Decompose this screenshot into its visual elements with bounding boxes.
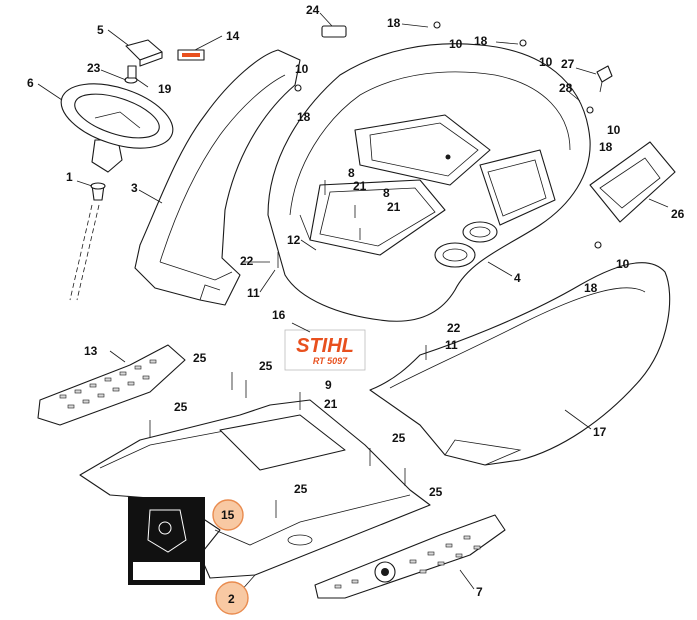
callout-19: 19 (158, 82, 172, 96)
callout-14: 14 (226, 29, 240, 43)
callout-18-b: 18 (474, 34, 488, 48)
callout-12: 12 (287, 233, 301, 247)
callout-21-c: 21 (324, 397, 338, 411)
callout-3: 3 (131, 181, 138, 195)
callout-2: 2 (228, 592, 235, 606)
steering-cap-parts (124, 39, 163, 84)
callout-25-d: 25 (392, 431, 406, 445)
callout-21-a: 21 (353, 179, 367, 193)
warning-decal (128, 497, 205, 585)
callout-5: 5 (97, 23, 104, 37)
callout-10-a: 10 (449, 37, 463, 51)
brand-model: RT 5097 (313, 356, 348, 366)
callout-24: 24 (306, 3, 320, 17)
main-body-panel (267, 43, 591, 322)
stihl-brand-label: STIHL RT 5097 (284, 329, 366, 371)
callout-18-e: 18 (584, 281, 598, 295)
callout-25-c: 25 (174, 400, 188, 414)
callout-18-d: 18 (599, 140, 613, 154)
callout-10-e: 10 (616, 257, 630, 271)
callout-7: 7 (476, 585, 483, 599)
callout-25-b: 25 (259, 359, 273, 373)
callout-21-b: 21 (387, 200, 401, 214)
callout-25-a: 25 (193, 351, 207, 365)
callout-18-a: 18 (387, 16, 401, 30)
callout-16: 16 (272, 308, 286, 322)
callout-28: 28 (559, 81, 573, 95)
callout-18-c: 18 (297, 110, 311, 124)
steering-shaft (69, 182, 106, 301)
callout-22-b: 22 (447, 321, 461, 335)
dash-panel-left (134, 49, 301, 306)
steering-wheel (60, 83, 174, 173)
right-footplate (314, 514, 506, 599)
callout-10-b: 10 (539, 55, 553, 69)
callout-6: 6 (27, 76, 34, 90)
callout-10-c: 10 (295, 62, 309, 76)
callout-15-highlight (212, 499, 244, 531)
callout-9: 9 (325, 378, 332, 392)
callout-8-a: 8 (348, 166, 355, 180)
callout-10-d: 10 (607, 123, 621, 137)
callout-2-highlight (215, 581, 249, 615)
small-hardware (149, 21, 613, 518)
callout-11-a: 11 (247, 286, 260, 300)
callout-27: 27 (561, 57, 575, 71)
callout-26: 26 (671, 207, 685, 221)
callout-22-a: 22 (240, 254, 254, 268)
callout-8-b: 8 (383, 186, 390, 200)
floor-pan (79, 399, 431, 579)
callout-13: 13 (84, 344, 98, 358)
side-cover-right (589, 141, 676, 223)
small-decal (177, 49, 205, 61)
callout-labels: 1 2 3 4 5 6 7 8 8 9 10 10 10 10 10 11 11… (27, 3, 685, 606)
callout-23: 23 (87, 61, 101, 75)
callout-25-e: 25 (429, 485, 443, 499)
callout-17: 17 (593, 425, 607, 439)
callout-11-b: 11 (445, 338, 458, 352)
left-footplate (37, 344, 186, 426)
callout-25-f: 25 (294, 482, 308, 496)
brand-name: STIHL (296, 335, 354, 357)
callout-1: 1 (66, 170, 73, 184)
callout-4: 4 (514, 271, 521, 285)
callout-15: 15 (221, 508, 235, 522)
leader-lines (37, 12, 669, 593)
